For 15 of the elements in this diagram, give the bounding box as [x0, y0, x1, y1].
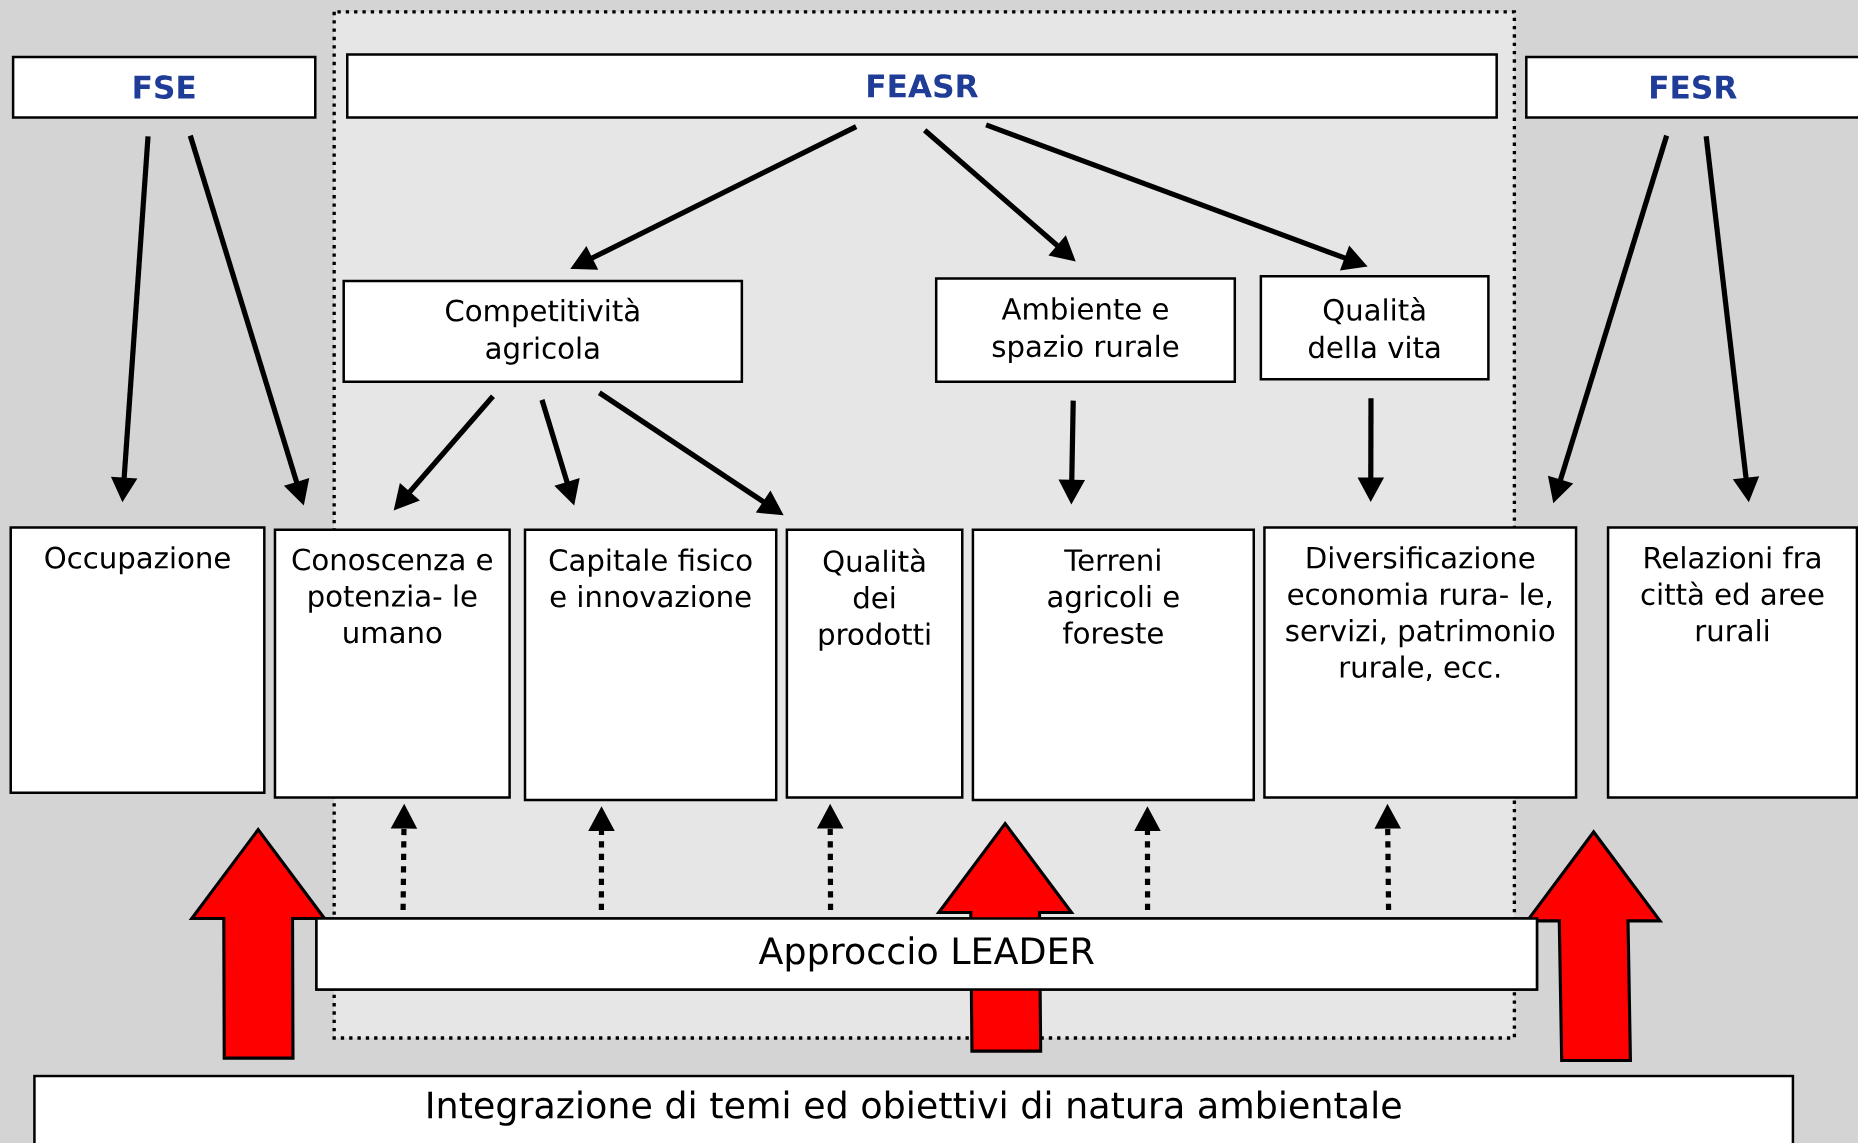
- measure-box: Terreni agricoli e foreste: [971, 528, 1255, 801]
- measure-box: Qualità dei prodotti: [785, 528, 964, 799]
- axis-box: Competitività agricola: [342, 279, 744, 383]
- measure-box: Diversificazione economia rura- le, servizi, patrimonio rurale, ecc.: [1263, 525, 1578, 799]
- fund-box: FEASR: [346, 53, 1498, 119]
- measure-box: Occupazione: [9, 525, 266, 794]
- block-arrow: [188, 826, 328, 1060]
- axis-box: Qualità della vita: [1259, 274, 1490, 381]
- banner-box: Integrazione di temi ed obiettivi di natura ambientale: [33, 1074, 1795, 1143]
- fund-box: FSE: [11, 55, 317, 119]
- measure-box: Conoscenza e potenzia- le umano: [273, 528, 511, 799]
- axis-box: Ambiente e spazio rurale: [934, 277, 1237, 383]
- measure-box: Capitale fisico e innovazione: [523, 528, 778, 801]
- measure-box: Relazioni fra città ed aree rurali: [1606, 525, 1858, 799]
- fund-box: FESR: [1525, 55, 1858, 119]
